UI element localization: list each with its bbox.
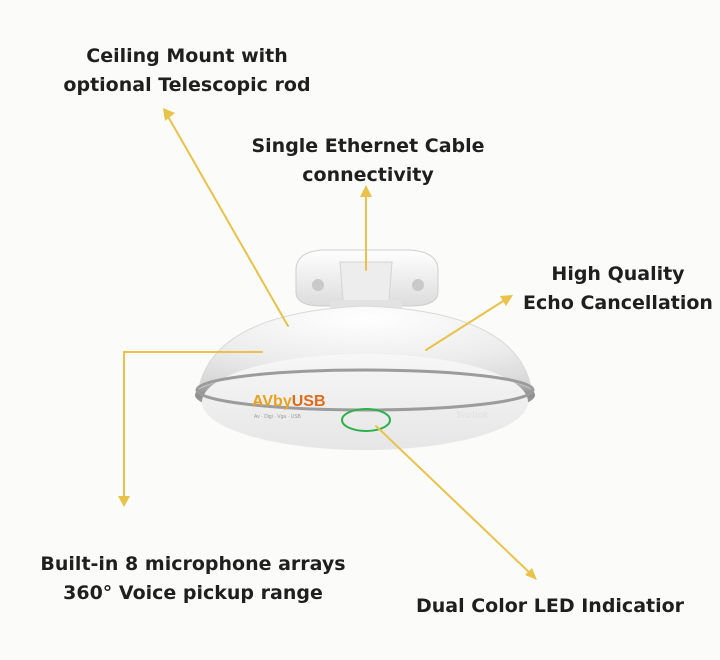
brand-mark: Yealink bbox=[456, 409, 489, 421]
label-ceiling-mount-line2: optional Telescopic rod bbox=[63, 74, 311, 96]
arrowhead-echo bbox=[500, 295, 513, 306]
label-ethernet-line1: Single Ethernet Cable bbox=[251, 135, 485, 157]
label-ceiling-mount-line1: Ceiling Mount with bbox=[86, 45, 288, 67]
label-microphones-line2: 360° Voice pickup range bbox=[63, 582, 323, 604]
logo-tagline: Av · Digi · Vga · USB bbox=[254, 414, 302, 420]
label-led: Dual Color LED Indicatior bbox=[398, 592, 702, 621]
callout-arrows bbox=[123, 112, 533, 576]
label-microphones-line1: Built-in 8 microphone arrays bbox=[40, 553, 346, 575]
label-microphones: Built-in 8 microphone arrays 360° Voice … bbox=[20, 550, 366, 608]
avbyusb-logo: AVbyUSB Av · Digi · Vga · USB bbox=[252, 393, 326, 420]
logo-usb: USB bbox=[292, 393, 326, 410]
arrow-ceiling-mount bbox=[165, 112, 289, 327]
label-ceiling-mount: Ceiling Mount with optional Telescopic r… bbox=[52, 42, 322, 100]
label-echo: High Quality Echo Cancellation bbox=[520, 260, 716, 318]
led-indicator-ring bbox=[341, 408, 391, 432]
label-echo-line2: Echo Cancellation bbox=[523, 292, 713, 314]
arrow-microphones bbox=[123, 351, 263, 501]
arrowhead-ceiling-mount bbox=[163, 108, 175, 121]
logo-av: AV bbox=[252, 393, 273, 410]
label-echo-line1: High Quality bbox=[551, 263, 685, 285]
arrowhead-ethernet bbox=[360, 185, 372, 197]
arrowheads bbox=[118, 108, 537, 580]
label-ethernet-line2: connectivity bbox=[302, 164, 434, 186]
speakerphone-body bbox=[195, 305, 535, 450]
label-ethernet: Single Ethernet Cable connectivity bbox=[230, 132, 506, 190]
arrowhead-microphones bbox=[118, 496, 130, 507]
arrowhead-led bbox=[525, 568, 537, 580]
arrow-led bbox=[375, 425, 533, 576]
label-led-line1: Dual Color LED Indicatior bbox=[415, 595, 685, 617]
logo-by: by bbox=[273, 393, 292, 410]
arrow-echo bbox=[425, 297, 509, 351]
svg-text:AVbyUSB: AVbyUSB bbox=[252, 393, 326, 410]
